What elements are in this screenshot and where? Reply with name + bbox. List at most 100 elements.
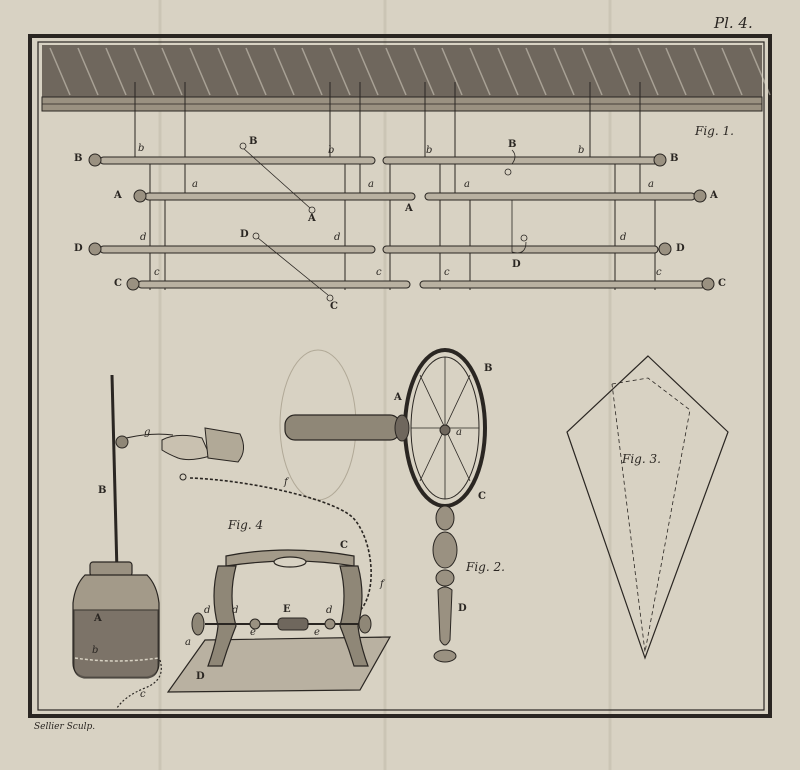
fig1-hanger-d1: d [140, 232, 147, 243]
fig4-label-d2: d [232, 605, 239, 616]
beam-hatch-line [161, 47, 183, 96]
fig4-label-D: D [196, 671, 205, 682]
beam-hatch-line [245, 47, 267, 96]
fig1-label-B-right: B [670, 153, 679, 164]
beam-hatch-line [441, 47, 463, 96]
beam-hatch-line [77, 47, 99, 96]
fig1-hanger-c2: c [376, 267, 382, 278]
fig1-ball-A: A [308, 213, 316, 224]
fig4-frame [207, 549, 369, 667]
beam-hatch-line [217, 47, 239, 96]
outer-frame [28, 34, 772, 718]
beam-hatch-line [357, 47, 379, 96]
fig2-title: Fig. 2. [466, 560, 505, 574]
beam-hatch-line [301, 47, 323, 96]
fig2-label-C: C [478, 491, 486, 502]
beam-hatch-line [133, 47, 155, 96]
fig1-hanger-b1: b [138, 143, 145, 154]
fig4-label-a: a [185, 637, 191, 648]
beam-hatch-line [105, 47, 127, 96]
plate-number: Pl. 4. [714, 14, 753, 32]
fig4-title: Fig. 4 [228, 518, 264, 532]
fig4-label-B: B [98, 485, 107, 496]
fig4-label-f1: f [284, 477, 288, 488]
beam-hatch-line [273, 47, 295, 96]
fig1-hanger-c4: c [656, 267, 662, 278]
fig1-hanger-b4: b [578, 145, 585, 156]
fig1-rod-D-right [382, 242, 672, 256]
fig4-hand [161, 427, 244, 463]
fig4-label-E: E [283, 604, 291, 615]
fig4-label-c: c [140, 689, 146, 700]
fig1-rod-D-left [88, 242, 376, 256]
fig1-hanger-d2: d [334, 232, 341, 243]
fig1-rod-A-left [133, 189, 416, 203]
fig1-apparatus [88, 82, 715, 302]
fig4-axle [191, 612, 372, 636]
beam-hatch-line [525, 47, 547, 96]
fig1-label-C-right: C [718, 278, 726, 289]
fig1-label-B-left: B [74, 153, 83, 164]
fig1-label-D-left: D [74, 243, 83, 254]
fig4-label-b: b [92, 645, 99, 656]
beam-hatch-line [581, 47, 603, 96]
beam-hatch-line [609, 47, 631, 96]
fig2-label-D: D [458, 603, 467, 614]
beam-hatch-line [497, 47, 519, 96]
fig1-hanger-c3: c [444, 267, 450, 278]
fig2-label-A: A [394, 392, 402, 403]
beam-hatch-line [665, 47, 687, 96]
fig1-center-A: A [405, 203, 413, 214]
fig2-cylinder [284, 414, 401, 441]
beam-hatch-line [469, 47, 491, 96]
fig2-label-a: a [456, 427, 462, 438]
fig1-hanger-a2: a [368, 179, 374, 190]
beam-hatch-line [329, 47, 351, 96]
fig1-rod-B-left [88, 153, 376, 167]
fig1-hanger-c1: c [154, 267, 160, 278]
fig1-rod-B-right [382, 153, 667, 167]
fig4-label-e2: e [314, 627, 320, 638]
engraver-credit: Sellier Sculp. [34, 722, 96, 732]
fig4-label-d3: d [326, 605, 333, 616]
fig1-hanger-a1: a [192, 179, 198, 190]
beam-hatch-line [385, 47, 407, 96]
fig3-kite [566, 355, 729, 660]
beam-hatch-line [49, 47, 71, 96]
fig2-wheel-machine [279, 348, 487, 663]
beam-hatch-line [637, 47, 659, 96]
fig1-hanger-a3: a [464, 179, 470, 190]
fig1-center-D: D [512, 259, 521, 270]
fig1-rod-C-left [126, 277, 411, 291]
fig1-label-A-right: A [710, 190, 718, 201]
beam-hatch-line [749, 47, 771, 96]
fig1-title: Fig. 1. [695, 124, 734, 138]
fig4-label-g: g [144, 427, 151, 438]
beam-hatch-line [189, 47, 211, 96]
fig2-stand [432, 505, 458, 663]
fig1-strings [134, 82, 656, 290]
fig4-label-A: A [94, 613, 102, 624]
beam-hatch-line [721, 47, 743, 96]
fig2-label-B: B [484, 363, 493, 374]
fig1-hanger-b3: b [426, 145, 433, 156]
beam-hatch-line [553, 47, 575, 96]
fig1-ball-C: C [330, 301, 338, 312]
beam-hatch-line [413, 47, 435, 96]
fig3-title: Fig. 3. [622, 452, 661, 466]
fig1-center-B: B [508, 139, 517, 150]
fig1-hanger-b2: b [328, 145, 335, 156]
fig1-pendant-threads [239, 142, 528, 302]
fig1-hanger-a4: a [648, 179, 654, 190]
fig4-label-d1: d [204, 605, 211, 616]
fig1-label-A-left: A [114, 190, 122, 201]
fig4-apparatus [72, 374, 392, 709]
fig1-label-C-left: C [114, 278, 122, 289]
fig4-label-e1: e [250, 627, 256, 638]
fig1-label-D-right: D [676, 243, 685, 254]
ceiling-beam [41, 45, 771, 112]
fig1-rod-A-right [424, 189, 707, 203]
inner-frame [37, 41, 765, 711]
fig1-rod-C-right [419, 277, 715, 291]
